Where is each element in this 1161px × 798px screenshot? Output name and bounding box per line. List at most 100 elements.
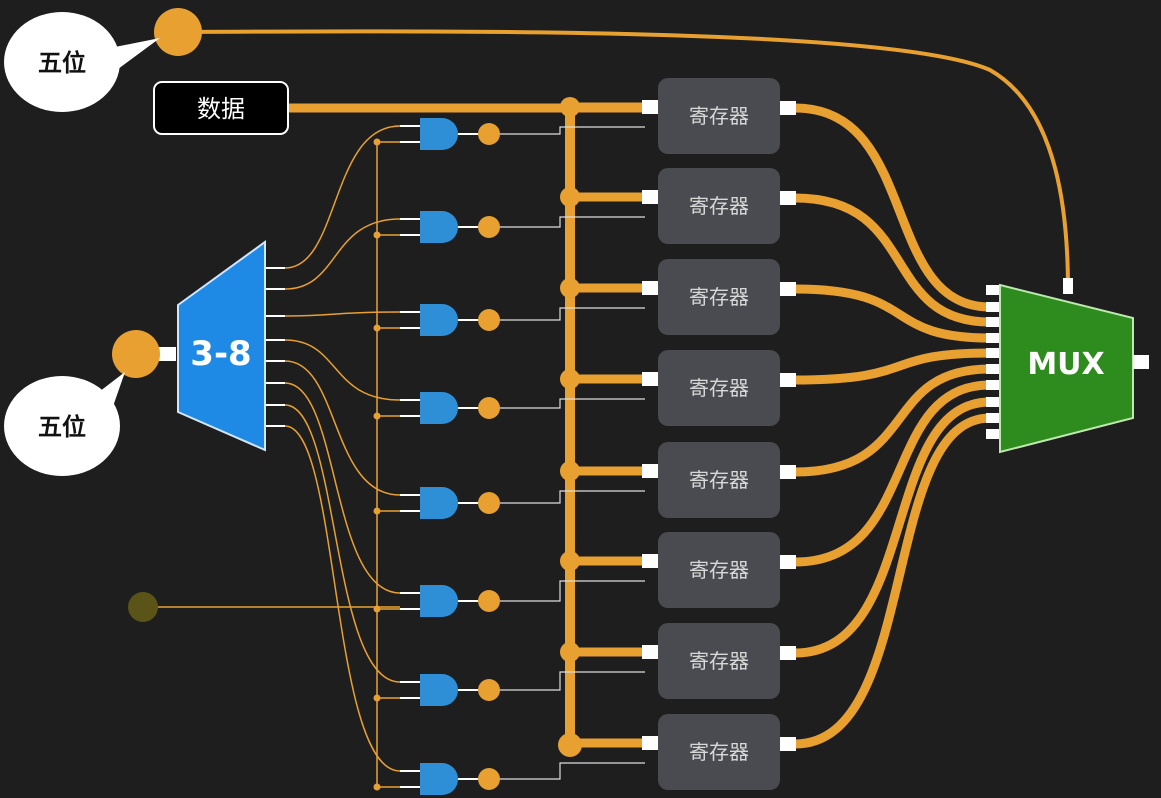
load-wire [500, 307, 645, 321]
gate-output-dot[interactable] [478, 679, 500, 701]
gate-output-dot[interactable] [478, 309, 500, 331]
register-output-pin [780, 555, 796, 569]
register-label: 寄存器 [689, 558, 749, 582]
top-input-dot[interactable] [154, 8, 202, 56]
mux-input-pin [986, 348, 1000, 358]
register-box [658, 442, 780, 518]
register-1: 寄存器 [642, 78, 796, 154]
register-data-pin [642, 554, 658, 568]
register-7: 寄存器 [642, 623, 796, 699]
register-to-mux-wire [794, 397, 991, 658]
register-box [658, 259, 780, 335]
register-data-pin [642, 736, 658, 750]
bus-junction [560, 187, 580, 207]
and-gate [400, 487, 500, 519]
decoder-input-pin [158, 347, 176, 361]
data-box-label: 数据 [197, 95, 245, 123]
load-wire [500, 762, 645, 780]
bus-junction [558, 733, 582, 757]
mux-select-pin [1063, 278, 1073, 294]
register-box [658, 78, 780, 154]
register-6: 寄存器 [642, 532, 796, 608]
gate-output-dot[interactable] [478, 492, 500, 514]
and-gate [400, 763, 500, 795]
decoder-input-dot[interactable] [112, 330, 160, 378]
gate-output-dot[interactable] [478, 216, 500, 238]
enable-input-dot[interactable] [128, 592, 158, 622]
and-gate [400, 674, 500, 706]
mux-input-pin [986, 317, 1000, 327]
and-gate [400, 392, 500, 424]
load-wire [500, 216, 645, 228]
load-wire [500, 671, 645, 691]
register-output-pin [780, 191, 796, 205]
mux-input-pin [986, 333, 1000, 343]
gate-output-dot[interactable] [478, 123, 500, 145]
register-output-pin [780, 646, 796, 660]
register-output-pin [780, 465, 796, 479]
mux-block [999, 283, 1134, 454]
bus-junction [560, 461, 580, 481]
register-label: 寄存器 [689, 468, 749, 492]
data-box [153, 81, 289, 135]
register-label: 寄存器 [689, 285, 749, 309]
decoder-wire [284, 125, 401, 269]
register-5: 寄存器 [642, 442, 796, 518]
register-label: 寄存器 [689, 649, 749, 673]
register-label: 寄存器 [689, 376, 749, 400]
decoder-wire [284, 218, 401, 290]
register-box [658, 168, 780, 244]
register-label: 寄存器 [689, 194, 749, 218]
decoder-3-8 [177, 240, 266, 452]
load-wire [500, 490, 645, 504]
left-bubble [4, 376, 120, 476]
gate-output-dot[interactable] [478, 397, 500, 419]
register-to-mux-wire [794, 380, 991, 567]
register-data-pin [642, 190, 658, 204]
decoder-wire [284, 425, 401, 772]
load-wire [500, 126, 645, 135]
mux-label: MUX [1027, 347, 1104, 382]
register-3: 寄存器 [642, 259, 796, 335]
register-data-pin [642, 281, 658, 295]
mux-input-pin [986, 397, 1000, 407]
bus-junction [560, 642, 580, 662]
register-2: 寄存器 [642, 168, 796, 244]
load-wire [500, 398, 645, 409]
register-to-mux-wire [794, 103, 991, 312]
and-gate [400, 211, 500, 243]
bus-junction [560, 369, 580, 389]
load-wire [500, 580, 645, 602]
mux-input-pin [986, 380, 1000, 390]
decoder-label: 3-8 [190, 334, 251, 374]
and-gate [400, 304, 500, 336]
bus-junction [560, 97, 580, 117]
register-data-pin [642, 645, 658, 659]
gate-output-dot[interactable] [478, 768, 500, 790]
mux-input-pin [986, 302, 1000, 312]
register-label: 寄存器 [689, 740, 749, 764]
bus-junction [560, 278, 580, 298]
mux-input-pin [986, 429, 1000, 439]
register-8: 寄存器 [642, 714, 796, 790]
register-to-mux-wire [794, 348, 991, 385]
register-to-mux-wire [794, 364, 991, 477]
decoder-wire [284, 360, 401, 496]
register-to-mux-wire [794, 413, 991, 749]
decoder-wire [284, 339, 401, 401]
register-box [658, 714, 780, 790]
register-box [658, 350, 780, 426]
mux-input-pin [986, 364, 1000, 374]
decoder-wire [284, 404, 401, 683]
register-data-pin [642, 464, 658, 478]
register-data-pin [642, 100, 658, 114]
decoder-wire [284, 382, 401, 594]
register-box [658, 623, 780, 699]
mux-input-pin [986, 285, 1000, 295]
register-data-pin [642, 372, 658, 386]
mux-output-pin [1133, 355, 1149, 369]
register-output-pin [780, 737, 796, 751]
decoder-wire [284, 311, 401, 317]
gate-output-dot[interactable] [478, 590, 500, 612]
